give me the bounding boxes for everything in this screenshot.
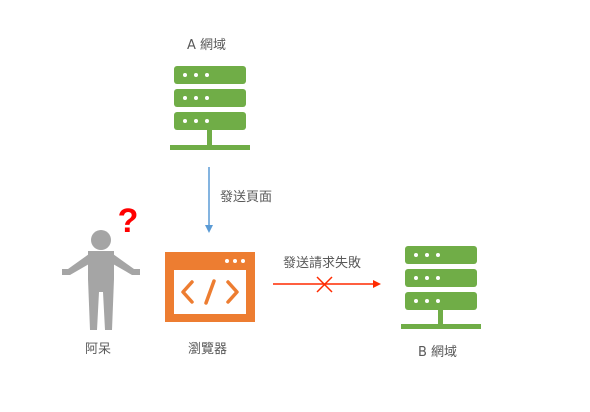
person-label: 阿呆 (85, 342, 112, 357)
browser-label: 瀏覽器 (188, 342, 228, 357)
send-page-arrow (205, 167, 213, 233)
send-page-label: 發送頁面 (220, 190, 273, 205)
server-b-icon (401, 246, 481, 329)
server-b-label: B 網域 (418, 345, 458, 360)
confused-person-icon (62, 230, 140, 330)
server-a-icon (170, 66, 250, 150)
server-a-label: A 網域 (187, 38, 227, 53)
x-mark-icon (316, 276, 333, 293)
question-mark: ? (118, 202, 139, 240)
request-failed-label: 發送請求失敗 (283, 256, 362, 271)
browser-code-icon (165, 252, 255, 322)
